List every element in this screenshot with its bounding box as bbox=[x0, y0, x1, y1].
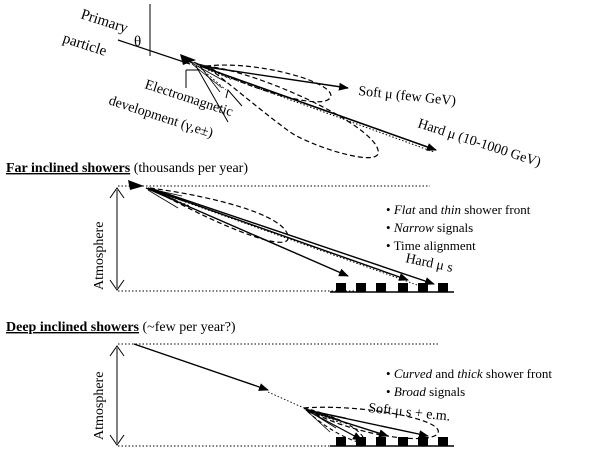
far-heading: Far inclined showers (thousands per year… bbox=[6, 161, 248, 176]
hard-muon-arrow bbox=[199, 65, 437, 151]
bullet-dot: • bbox=[386, 220, 394, 235]
far-height-arrowhead-up bbox=[109, 187, 125, 199]
bullet-dot: • bbox=[386, 366, 394, 381]
far-muon-arrow-2 bbox=[147, 187, 409, 281]
far-bullet-2: • Narrow signals bbox=[386, 220, 473, 235]
deep-soft-muon-arrow-3 bbox=[305, 409, 363, 441]
deep-soft-muon-label: Soft μ s + e.m. bbox=[368, 401, 451, 425]
deep-shower-lobe bbox=[303, 406, 439, 440]
deep-height-arrowhead-down bbox=[109, 434, 125, 446]
bullet-text: and bbox=[432, 366, 457, 381]
primary-particle-track bbox=[117, 39, 191, 65]
bullet-dot: • bbox=[386, 202, 394, 217]
deep-heading-title: Deep inclined showers bbox=[6, 320, 140, 335]
deep-panel: Deep inclined showers (~few per year?) A… bbox=[6, 320, 552, 447]
deep-bullet-list: • Curved and thick shower front • Broad … bbox=[386, 366, 552, 399]
far-muon-arrow-3 bbox=[149, 187, 435, 285]
far-shower-axis-dotted bbox=[151, 189, 421, 287]
deep-primary-arrow bbox=[133, 343, 269, 391]
deep-detectors bbox=[336, 437, 448, 446]
deep-bullet-2: • Broad signals bbox=[386, 384, 465, 399]
bullet-dot: • bbox=[386, 384, 394, 399]
bullet-emphasis: Flat bbox=[393, 202, 416, 217]
bullet-text: signals bbox=[434, 220, 473, 235]
far-detectors bbox=[336, 283, 448, 292]
far-shower-lobe bbox=[149, 187, 289, 243]
primary-label-line1: Primary bbox=[79, 7, 130, 37]
bullet-emphasis: thin bbox=[441, 202, 461, 217]
hard-muon-label: Hard μ (10-1000 GeV) bbox=[416, 117, 543, 171]
far-primary-arrowhead bbox=[128, 180, 144, 190]
deep-height-arrowhead-up bbox=[109, 345, 125, 357]
deep-soft-muon-arrow-1 bbox=[305, 409, 389, 438]
bullet-text: Time alignment bbox=[394, 238, 477, 253]
bullet-text: shower front bbox=[461, 202, 531, 217]
far-muon-arrow-1 bbox=[145, 187, 349, 277]
em-pointer-line bbox=[195, 65, 229, 123]
far-bullet-1: • Flat and thin shower front bbox=[386, 202, 531, 217]
em-pointer-hook bbox=[225, 88, 243, 107]
primary-label-line2: particle bbox=[61, 31, 109, 60]
bullet-emphasis: Narrow bbox=[393, 220, 434, 235]
far-panel: Far inclined showers (thousands per year… bbox=[6, 161, 531, 293]
bullet-emphasis: Curved bbox=[394, 366, 433, 381]
bullet-dot: • bbox=[386, 238, 394, 253]
bullet-text: shower front bbox=[483, 366, 553, 381]
soft-muon-lobe bbox=[205, 64, 332, 103]
soft-muon-label: Soft μ (few GeV) bbox=[358, 84, 457, 109]
far-height-arrowhead-down bbox=[109, 279, 125, 291]
bullet-emphasis: Broad bbox=[394, 384, 427, 399]
theta-label: θ bbox=[134, 34, 141, 50]
hard-muon-lobe bbox=[205, 65, 379, 159]
far-hard-muon-label: Hard μ s bbox=[404, 251, 454, 276]
far-heading-note: (thousands per year) bbox=[130, 161, 248, 176]
deep-atmosphere-label: Atmosphere bbox=[92, 372, 107, 440]
bullet-text: and bbox=[415, 202, 440, 217]
deep-heading: Deep inclined showers (~few per year?) bbox=[6, 320, 236, 335]
top-panel: Primary particle θ Electromagnetic devel… bbox=[61, 4, 543, 171]
bullet-text: signals bbox=[426, 384, 465, 399]
bullet-emphasis: thick bbox=[457, 366, 482, 381]
shower-axis-dotted bbox=[207, 69, 435, 153]
far-bullet-list: • Flat and thin shower front • Narrow si… bbox=[386, 202, 531, 253]
deep-primary-continuation bbox=[267, 391, 305, 409]
far-bullet-3: • Time alignment bbox=[386, 238, 476, 253]
far-heading-title: Far inclined showers bbox=[6, 161, 131, 176]
deep-heading-note: (~few per year?) bbox=[139, 320, 236, 335]
primary-arrowhead bbox=[180, 54, 196, 65]
deep-bullet-1: • Curved and thick shower front bbox=[386, 366, 552, 381]
far-atmosphere-label: Atmosphere bbox=[92, 222, 107, 290]
